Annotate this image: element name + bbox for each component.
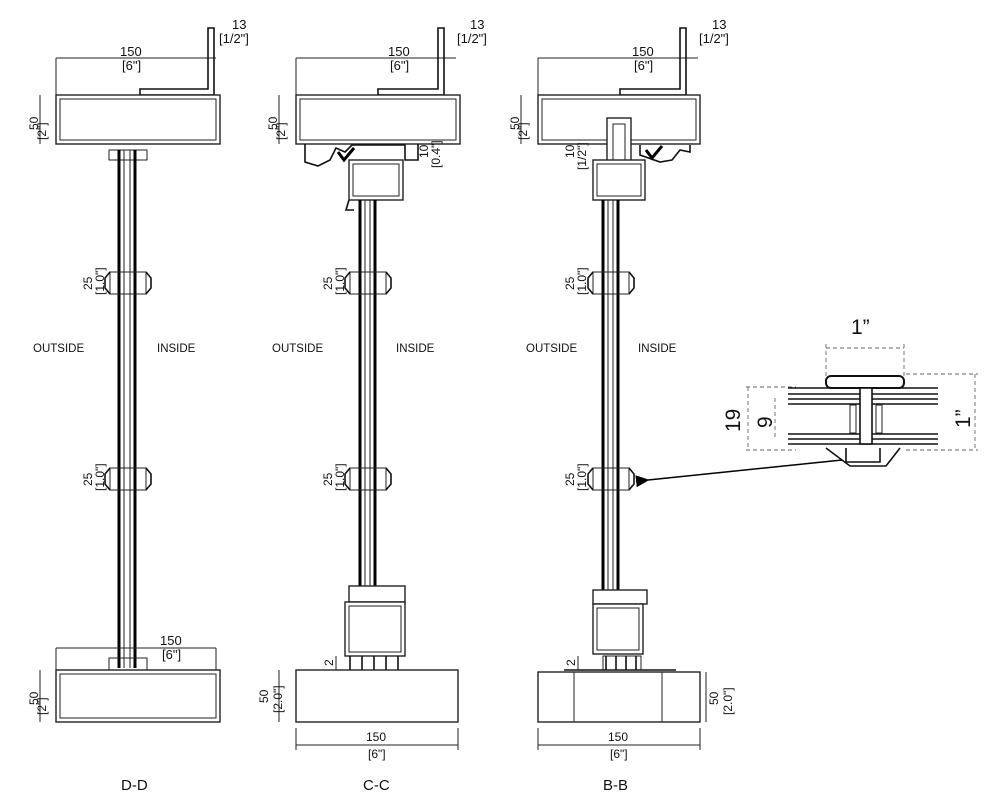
dd-width-label: 150 [120,44,142,59]
detail-glass-dim: 9 [754,416,777,428]
cc-angle-label: 13 [470,17,484,32]
dd-bottom-dimension: 150 [6"] [55,633,217,670]
dd-clip-2-imp-label: [1.0"] [93,463,107,491]
cc-width-label: 150 [388,44,410,59]
cc-glass-panel [358,200,377,586]
dd-angle-label: 13 [232,17,246,32]
cc-bottom-height-label: 50 [257,689,271,703]
detail-arrow [635,459,843,488]
dd-outside-label: OUTSIDE [33,343,84,355]
bb-bottom-height-imp-label: [2.0"] [721,687,735,715]
bb-bottom-width-imp-label: [6"] [610,747,628,761]
dd-clip-1: 25 [1.0"] [81,267,152,295]
bb-bottom-width-label: 150 [608,730,628,744]
detail-stem [859,387,873,445]
cc-gap-label: 10 [417,144,431,158]
section-c-c: 150 [6"] 13 [1/2"] 50 [2"] 10 [0.4"] 25 … [257,17,487,794]
bb-height-imp-label: [2"] [516,122,530,140]
bb-angle-label: 13 [712,17,726,32]
cc-sill-cap [348,585,406,603]
bb-sill-cap [592,589,648,605]
detail-base [825,447,901,467]
bb-bottom-gap-label: 2 [564,659,578,666]
cc-head-receptor [304,144,419,167]
bb-width-imp-label: [6"] [634,58,653,73]
bb-angle-imp-label: [1/2"] [699,31,729,46]
detail-top-dim: 1” [851,316,870,339]
cc-clip-2: 25 [1.0"] [321,463,392,491]
bb-gap-label: 10 [563,144,577,158]
cc-angle-imp-label: [1/2"] [457,31,487,46]
bb-clip-2: 25 [1.0"] [563,463,635,491]
bb-bottom-height-label: 50 [707,691,721,705]
section-d-d: 150 [6"] 13 [1/2"] 50 [2"] 25 [1.0"] [27,17,249,794]
dd-width-imp-label: [6"] [122,58,141,73]
cc-sill-box [344,601,406,657]
dd-bottom-height-imp-label: [2"] [35,697,49,715]
dd-bottom-frame [55,669,221,723]
bb-clip-2-imp-label: [1.0"] [575,463,589,491]
cc-bottom-frame [295,669,459,723]
bb-head-receptor [639,145,691,163]
cc-width-imp-label: [6"] [390,58,409,73]
cc-top-angle [377,27,445,96]
bb-clip-1: 25 [1.0"] [563,267,635,295]
bb-clip-1-label: 25 [563,276,577,290]
bb-clip-1-imp-label: [1.0"] [575,267,589,295]
dd-clip-2: 25 [1.0"] [81,463,152,491]
detail-right-dim: 1” [952,409,975,428]
cc-clip-1: 25 [1.0"] [321,267,392,295]
dd-clip-1-imp-label: [1.0"] [93,267,107,295]
bb-inside-label: INSIDE [638,343,677,355]
bb-bottom-frame [537,671,701,723]
cc-gap-imp-label: [0.4"] [429,140,443,168]
cc-clip-2-imp-label: [1.0"] [333,463,347,491]
cc-height-imp-label: [2"] [274,122,288,140]
dd-top-angle [139,27,215,96]
bb-sill-box [592,603,644,655]
dd-inside-label: INSIDE [157,343,196,355]
dd-height-imp-label: [2"] [35,122,49,140]
bb-outside-label: OUTSIDE [526,343,577,355]
dd-height-label: 50 [27,116,41,130]
bb-width-label: 150 [632,44,654,59]
cc-bottom-height-imp-label: [2.0"] [271,685,285,713]
dd-top-frame [55,94,221,145]
bb-glass-panel [601,200,620,590]
cc-inside-label: INSIDE [396,343,435,355]
bb-height-label: 50 [508,116,522,130]
cc-height-label: 50 [266,116,280,130]
cc-section-title: C-C [363,777,390,794]
bb-gap-imp-label: [1/2"] [575,142,589,170]
cc-clip-1-imp-label: [1.0"] [333,267,347,295]
cc-top-frame [295,94,461,145]
cc-outside-label: OUTSIDE [272,343,323,355]
cc-bottom-gap-label: 2 [322,659,336,666]
dd-bottom-width-imp-label: [6"] [162,647,181,662]
dd-bottom-height-label: 50 [27,691,41,705]
clip-detail: 1” 19 9 1” [635,316,978,488]
bb-section-title: B-B [603,777,628,794]
dd-glass-panel [108,149,148,668]
dd-top-dimension: 150 [6"] 13 [1/2"] [55,17,249,95]
detail-cap [825,375,905,389]
dd-bottom-width-label: 150 [160,633,182,648]
cc-bottom-width-imp-label: [6"] [368,747,386,761]
detail-overall-dim: 19 [722,409,745,432]
dd-clip-2-label: 25 [81,472,95,486]
bb-top-mullion-box [592,159,646,201]
cc-top-mullion-box [348,159,404,201]
cc-clip-1-label: 25 [321,276,335,290]
dd-angle-imp-label: [1/2"] [219,31,249,46]
bb-clip-2-label: 25 [563,472,577,486]
dd-clip-1-label: 25 [81,276,95,290]
cc-bottom-width-label: 150 [366,730,386,744]
dd-section-title: D-D [121,777,148,794]
cc-clip-2-label: 25 [321,472,335,486]
section-b-b: 150 [6"] 13 [1/2"] 50 [2"] 10 [1/2"] 25 … [508,17,735,794]
